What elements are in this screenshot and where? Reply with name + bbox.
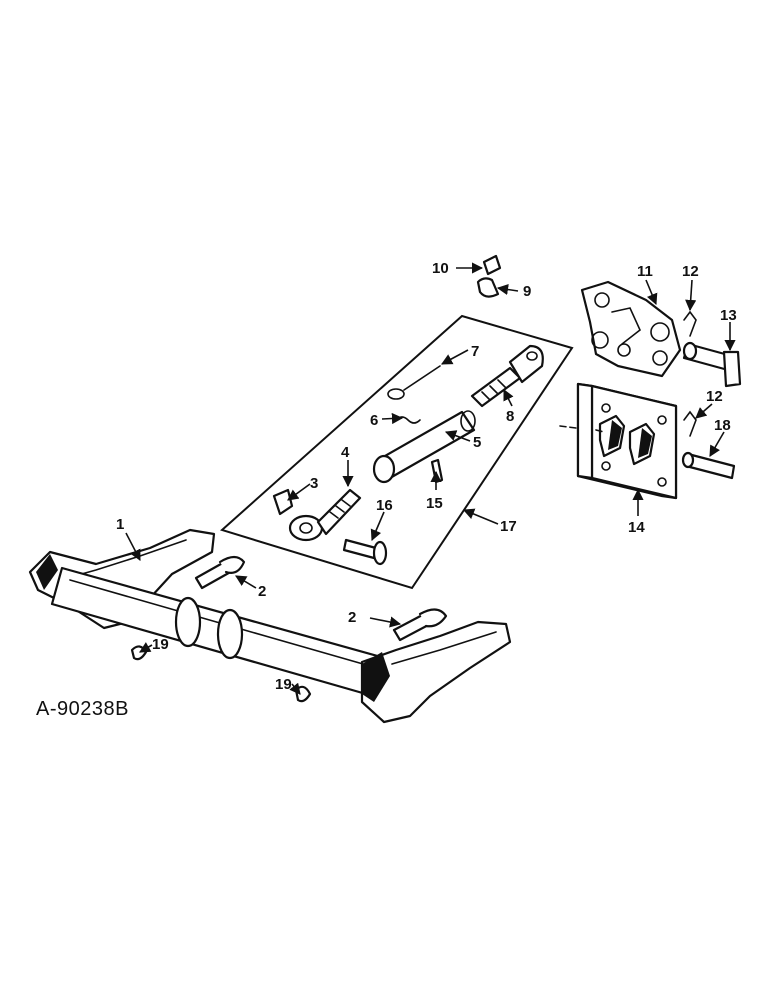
pin-right [392, 608, 448, 642]
clip-12-upper [683, 310, 697, 337]
callout-13: 13 [720, 307, 737, 324]
callout-12-upper: 12 [682, 263, 699, 280]
pin-13 [682, 341, 742, 388]
callout-19-left: 19 [152, 636, 169, 653]
clip-10 [482, 254, 502, 276]
bracket [580, 280, 682, 378]
clip-right [294, 685, 312, 703]
callout-15: 15 [426, 495, 443, 512]
clip-12-lower [683, 410, 697, 437]
mounting-plate [559, 382, 678, 500]
callout-5: 5 [473, 434, 481, 451]
drawing-code: A-90238B [36, 698, 129, 720]
pin-16 [342, 538, 388, 566]
callout-17: 17 [500, 518, 517, 535]
callout-16: 16 [376, 497, 393, 514]
kit-outline [220, 314, 574, 590]
callout-1: 1 [116, 516, 124, 533]
clip-left [130, 645, 148, 661]
callout-4: 4 [341, 444, 350, 461]
callout-11: 11 [637, 263, 653, 280]
clevis-end [272, 488, 294, 516]
chain [387, 365, 441, 400]
turnbuckle-tube [372, 410, 476, 484]
callout-10: 10 [432, 260, 449, 277]
hairpin [430, 458, 444, 484]
lock-9 [476, 277, 500, 298]
threaded-end [470, 344, 544, 408]
callout-6: 6 [370, 412, 378, 429]
callout-12-lower: 12 [706, 388, 723, 405]
callout-18: 18 [714, 417, 731, 434]
callout-2-right: 2 [348, 609, 356, 626]
pin-left [194, 555, 246, 590]
eye-rod [288, 488, 362, 542]
pin-18 [681, 451, 736, 480]
drawbar-assembly [28, 528, 512, 724]
callout-2-left: 2 [258, 583, 266, 600]
callout-14: 14 [628, 519, 645, 536]
callout-19-right: 19 [275, 676, 292, 693]
callout-8: 8 [506, 408, 514, 425]
callout-7: 7 [471, 343, 479, 360]
callout-9: 9 [523, 283, 531, 300]
callout-3: 3 [310, 475, 318, 492]
